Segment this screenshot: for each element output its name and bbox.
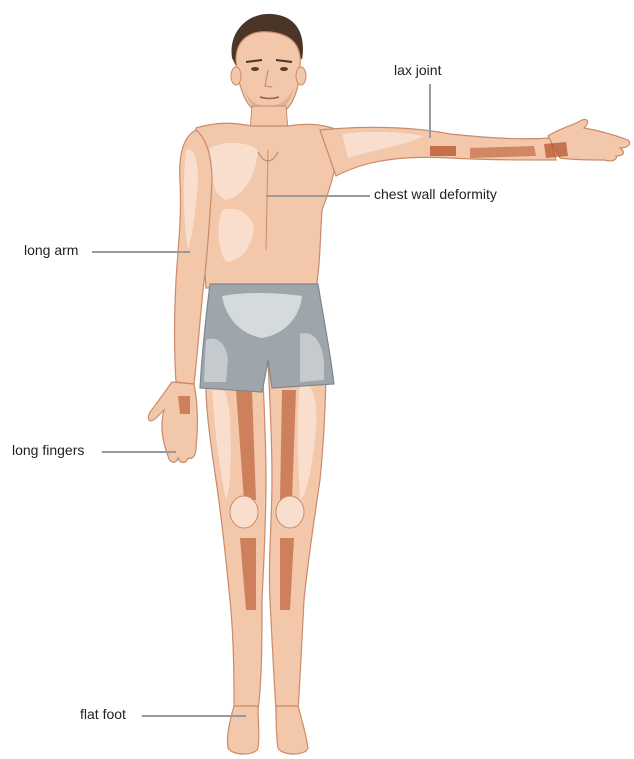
wrist-joint-marker xyxy=(544,142,568,158)
label-lax-joint: lax joint xyxy=(394,62,441,78)
label-long-fingers: long fingers xyxy=(12,442,84,458)
label-flat-foot: flat foot xyxy=(80,706,126,722)
right-leg xyxy=(268,360,326,710)
left-foot xyxy=(227,706,258,754)
left-ear xyxy=(231,67,241,85)
label-long-arm: long arm xyxy=(24,242,78,258)
forearm-joint-marker xyxy=(470,146,536,158)
right-eye xyxy=(280,67,288,71)
hanging-hand xyxy=(148,382,197,463)
label-chest-wall-deformity: chest wall deformity xyxy=(374,186,497,202)
left-eye xyxy=(251,67,259,71)
right-knee xyxy=(276,496,304,528)
head xyxy=(236,32,300,116)
right-foot xyxy=(276,706,308,754)
elbow-joint-marker xyxy=(430,146,456,156)
left-knee xyxy=(230,496,258,528)
hand-joint-marker xyxy=(178,396,190,414)
right-ear xyxy=(296,67,306,85)
